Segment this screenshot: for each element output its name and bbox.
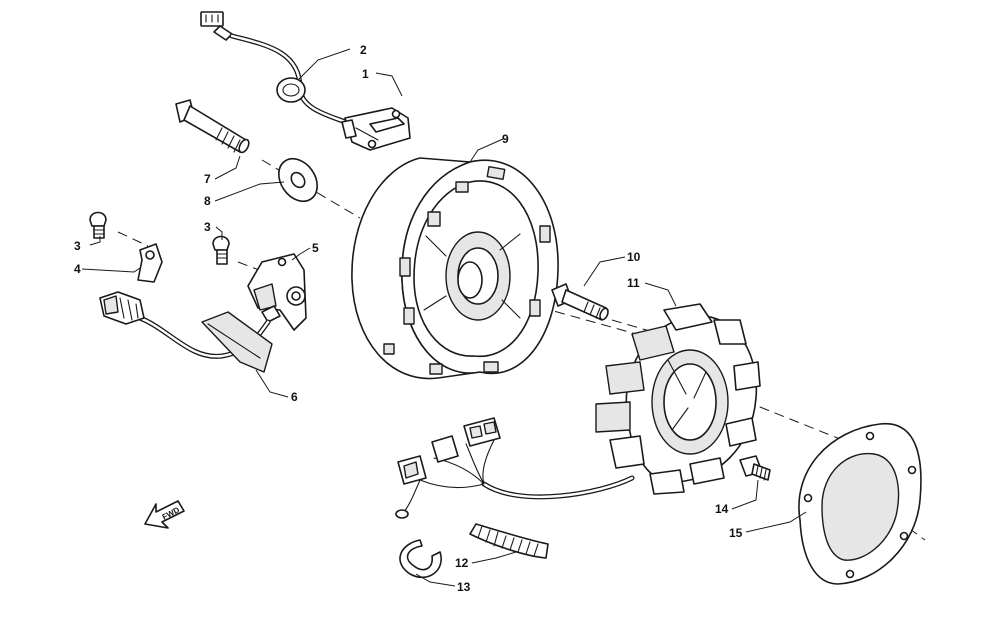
callout-2: 2 xyxy=(360,43,367,57)
callout-13: 13 xyxy=(457,580,471,594)
stator-harness xyxy=(395,417,635,519)
callout-1: 1 xyxy=(362,67,369,81)
forward-arrow-icon: FWD xyxy=(144,500,185,529)
wire-clip xyxy=(137,243,163,283)
callout-4: 4 xyxy=(74,262,81,276)
flywheel-washer xyxy=(278,157,318,203)
callout-15: 15 xyxy=(729,526,743,540)
callout-9: 9 xyxy=(502,132,509,146)
callout-10: 10 xyxy=(627,250,641,264)
callout-3-left: 3 xyxy=(74,239,81,253)
callout-7: 7 xyxy=(204,172,211,186)
flywheel xyxy=(351,157,559,380)
callout-5: 5 xyxy=(312,241,319,255)
callout-labels: 2 1 7 8 9 3 4 3 5 6 10 11 14 15 12 13 xyxy=(74,43,743,594)
pulser-coil xyxy=(247,253,307,331)
pulser-harness xyxy=(99,291,273,373)
callout-11: 11 xyxy=(627,276,640,290)
callout-6: 6 xyxy=(291,390,298,404)
stator-plate xyxy=(798,423,922,585)
callout-14: 14 xyxy=(715,502,729,516)
stator-bolt xyxy=(551,283,609,321)
stator xyxy=(595,303,761,495)
plate-screw xyxy=(739,455,771,481)
callout-8: 8 xyxy=(204,194,211,208)
clamp-screw-left xyxy=(89,211,107,239)
speed-sensor-harness xyxy=(200,11,411,151)
wire-sleeve xyxy=(469,523,549,559)
pulser-screw xyxy=(212,235,230,265)
callout-12: 12 xyxy=(455,556,469,570)
callout-3-center: 3 xyxy=(204,220,211,234)
snap-ring xyxy=(399,539,442,579)
leader-lines xyxy=(81,48,807,587)
flywheel-bolt xyxy=(175,99,250,154)
